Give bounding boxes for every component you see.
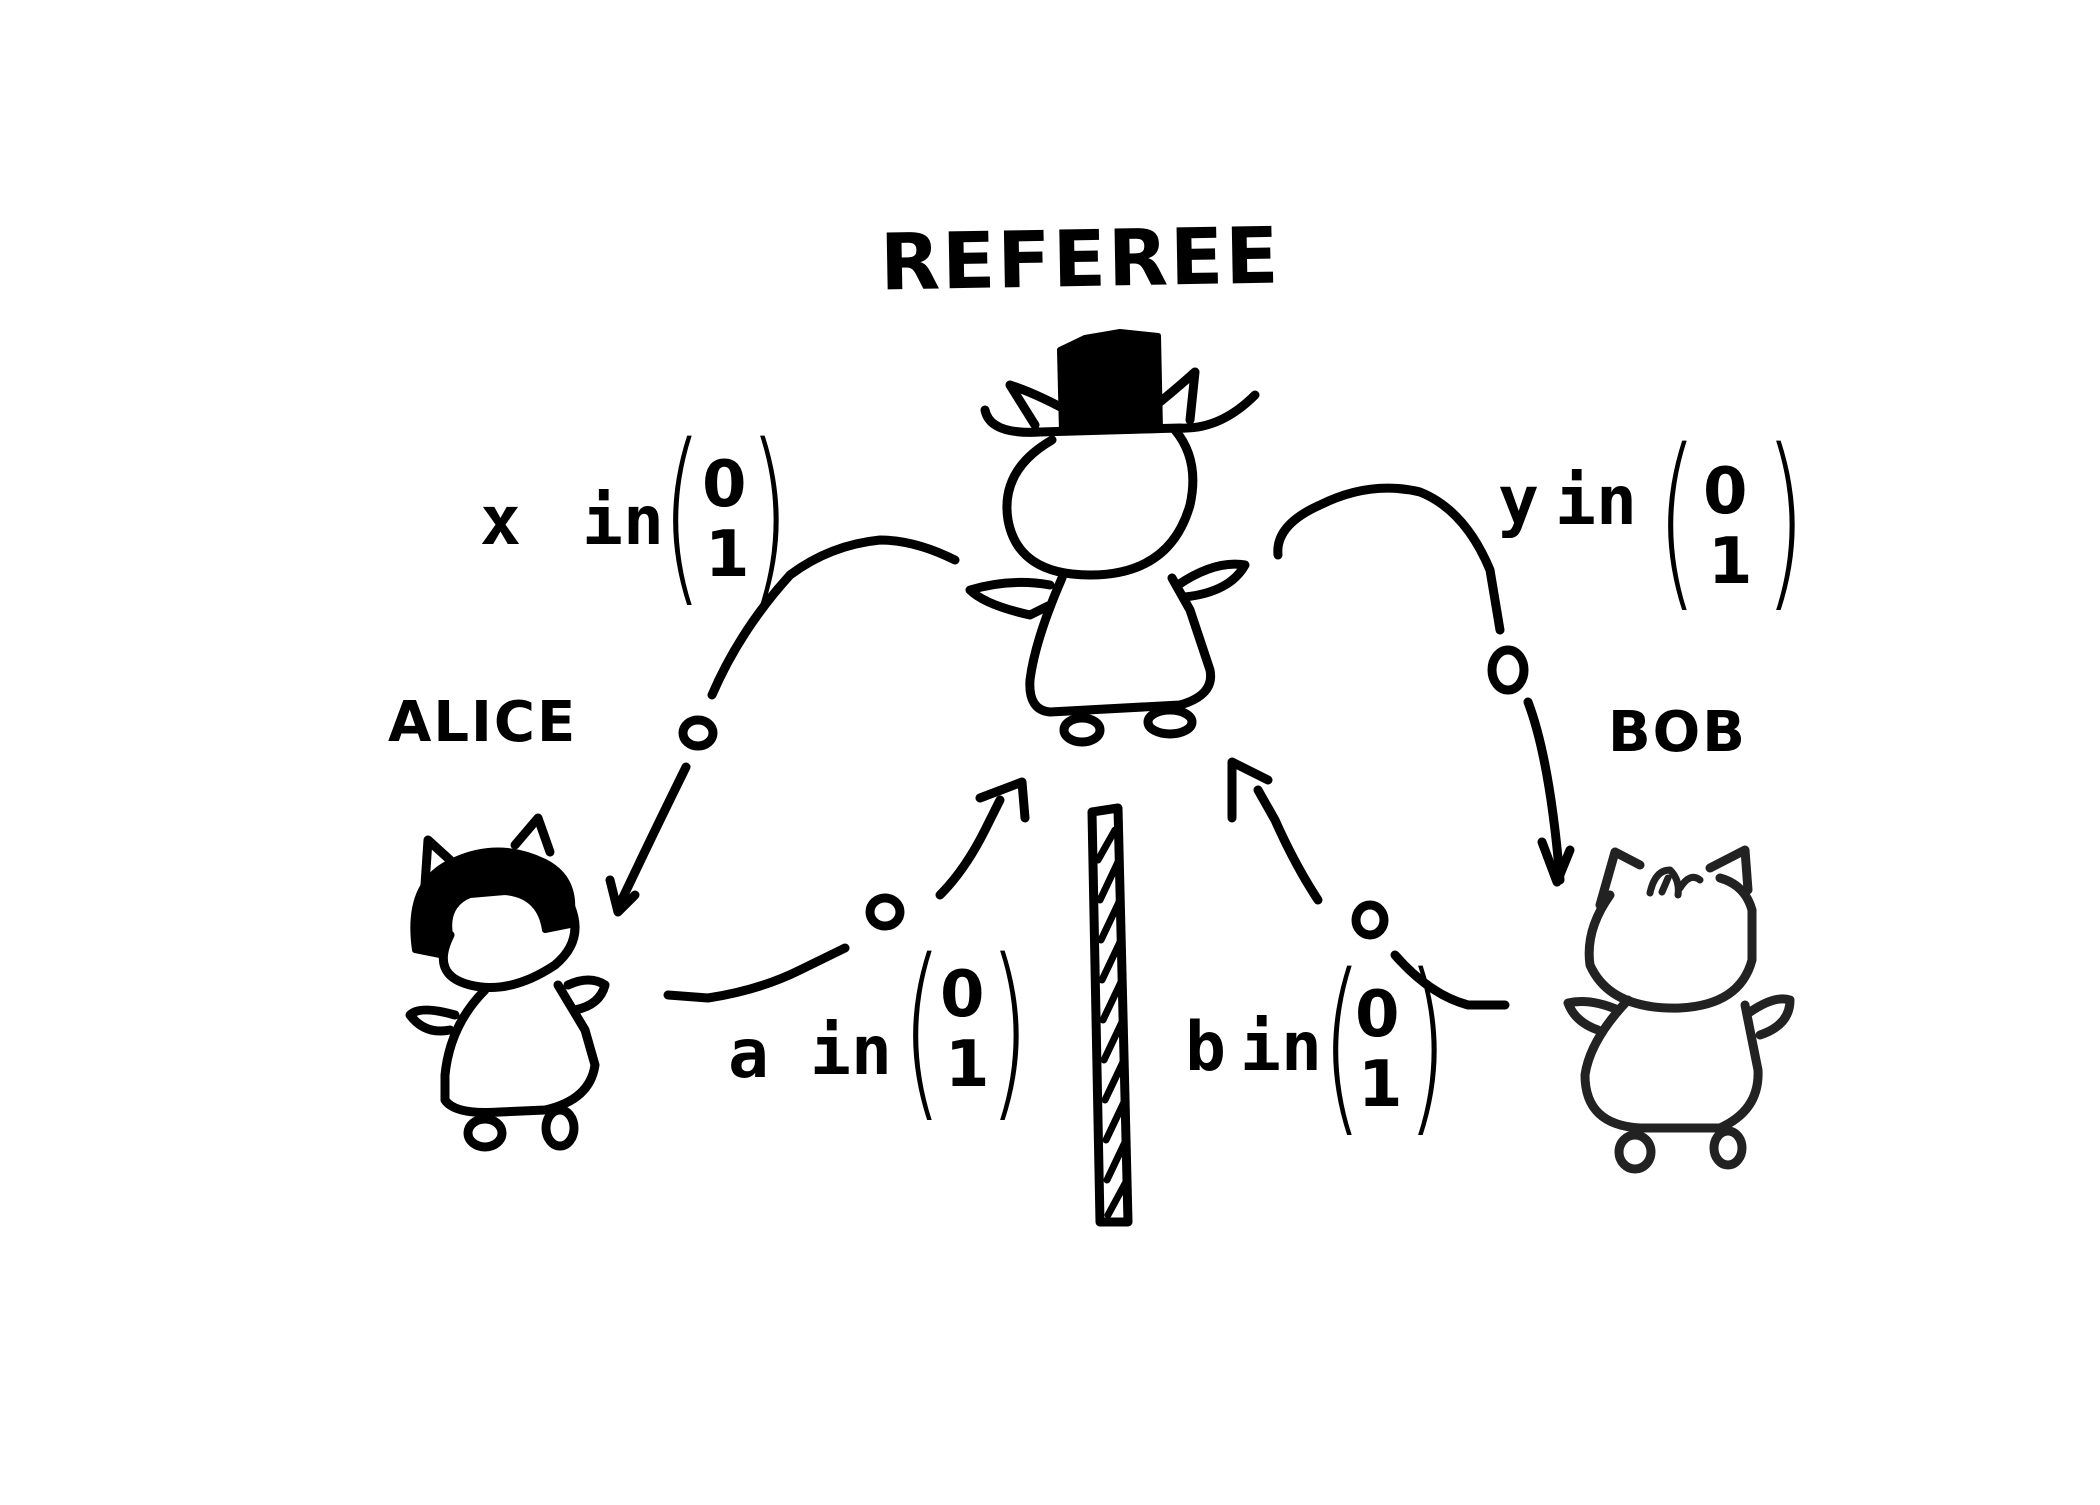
referee-body — [1025, 573, 1216, 717]
bob-body — [1580, 995, 1763, 1133]
alice-body — [440, 980, 600, 1117]
bob-left-foot — [1614, 1130, 1656, 1174]
message-y-close-paren: ) — [1764, 409, 1806, 630]
barrier-hatching — [1094, 826, 1131, 1219]
referee-hat-brim — [980, 390, 1260, 437]
message-x-var: x — [480, 482, 521, 561]
barrier-wall — [1087, 803, 1133, 1227]
message-x-open-paren: ( — [661, 404, 703, 625]
arrow-referee-to-bob — [1273, 483, 1575, 887]
message-y-option-1: 1 — [1708, 525, 1753, 599]
message-b-option-1: 1 — [1358, 1048, 1403, 1122]
arrow-y-head — [1537, 837, 1575, 887]
arrow-a-break-circle — [865, 893, 905, 931]
alice-left-ear — [420, 835, 455, 890]
alice-left-arm — [405, 1005, 460, 1036]
bob-left-ear — [1595, 847, 1645, 910]
message-a-word: in — [810, 1012, 892, 1091]
message-a-option-0: 0 — [940, 958, 985, 1032]
barrier-outline — [1087, 803, 1133, 1227]
referee-left-ear — [1005, 380, 1080, 430]
arrow-b-lower-line — [1390, 950, 1510, 1010]
bob-left-arm — [1563, 997, 1623, 1035]
bob-name-label: BOB — [1608, 700, 1747, 765]
message-b-close-paren: ) — [1406, 934, 1448, 1155]
arrow-b-upper-line — [1253, 785, 1323, 905]
arrow-a-upper-line — [935, 795, 1005, 900]
referee-left-arm — [965, 577, 1055, 620]
arrow-y-lower-line — [1523, 697, 1565, 885]
message-x-close-paren: ) — [748, 404, 790, 625]
arrow-referee-to-alice — [605, 535, 960, 917]
referee-right-foot — [1143, 705, 1197, 739]
arrow-y-break-circle — [1487, 645, 1529, 695]
arrow-b-break-circle — [1351, 900, 1389, 940]
arrow-alice-to-referee — [663, 777, 1030, 1003]
message-b-open-paren: ( — [1321, 934, 1363, 1155]
message-x-option-0: 0 — [702, 448, 747, 522]
message-a-close-paren: ) — [988, 919, 1030, 1140]
message-a-open-paren: ( — [901, 919, 943, 1140]
arrow-x-upper-curve — [707, 535, 960, 700]
alice-right-arm — [563, 975, 610, 1015]
message-b-option-0: 0 — [1355, 978, 1400, 1052]
message-a-var: a — [728, 1015, 769, 1094]
referee-head — [1002, 425, 1198, 580]
referee-right-ear — [1145, 367, 1200, 425]
alice-figure — [405, 813, 610, 1152]
referee-left-foot — [1059, 713, 1105, 747]
arrow-x-lower-line — [613, 762, 691, 913]
alice-name-label: ALICE — [388, 690, 578, 755]
bob-right-ear — [1705, 845, 1753, 895]
arrow-a-lower-line — [663, 943, 850, 1003]
message-a-option-1: 1 — [945, 1028, 990, 1102]
alice-left-foot — [463, 1114, 507, 1152]
message-x-word: in — [582, 482, 664, 561]
arrow-b-head — [1227, 757, 1273, 823]
bob-right-arm — [1745, 994, 1795, 1040]
message-y-open-paren: ( — [1656, 409, 1698, 630]
bob-head — [1584, 873, 1757, 1013]
message-y-option-0: 0 — [1703, 455, 1748, 529]
message-y-word: in — [1555, 462, 1637, 541]
arrow-y-upper-curve — [1273, 483, 1505, 635]
bob-figure — [1563, 845, 1795, 1174]
message-b-word: in — [1240, 1008, 1322, 1087]
message-y-var: y — [1498, 462, 1539, 541]
arrow-a-head — [975, 777, 1030, 823]
alice-right-ear — [510, 813, 555, 857]
bob-hair-tuft — [1646, 866, 1704, 899]
alice-hair — [410, 847, 576, 958]
referee-figure — [965, 329, 1260, 747]
message-x-option-1: 1 — [705, 518, 750, 592]
bob-right-foot — [1709, 1126, 1747, 1170]
arrow-x-break-circle — [678, 715, 718, 751]
alice-head — [438, 900, 580, 992]
arrow-bob-to-referee — [1227, 757, 1510, 1010]
arrow-x-head — [605, 875, 640, 917]
referee-title: REFEREE — [879, 211, 1282, 309]
message-b-var: b — [1185, 1008, 1226, 1087]
alice-right-foot — [541, 1105, 579, 1151]
referee-right-arm — [1173, 559, 1250, 602]
